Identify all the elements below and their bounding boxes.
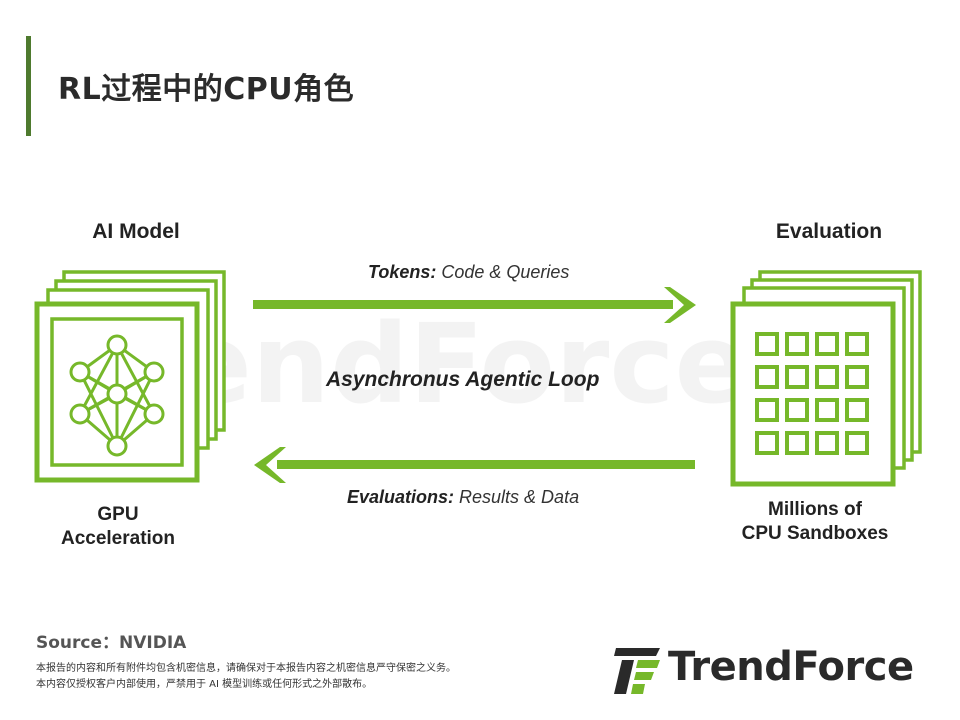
tokens-label-bold: Tokens: <box>368 262 437 282</box>
arrow-right <box>253 287 696 323</box>
title-accent-bar <box>26 36 31 136</box>
disclaimer-line2: 本内容仅授权客户内部使用，严禁用于 AI 模型训练或任何形式之外部散布。 <box>36 679 373 690</box>
evaluations-label: Evaluations: Results & Data <box>347 487 579 508</box>
trendforce-logo-text: TrendForce <box>668 644 914 690</box>
evaluation-card-front <box>730 301 896 487</box>
gpu-caption-line1: GPU <box>97 504 139 525</box>
disclaimer-line1: 本报告的内容和所有附件均包含机密信息，请确保对于本报告内容之机密信息严守保密之义… <box>36 663 456 674</box>
source-note: Source：NVIDIA <box>36 633 187 653</box>
grid-icon <box>755 332 869 455</box>
cpu-caption-line2: CPU Sandboxes <box>741 523 889 544</box>
agentic-loop-label: Asynchronus Agentic Loop <box>326 368 600 391</box>
gpu-caption-line2: Acceleration <box>60 528 176 549</box>
neural-network-icon <box>69 334 165 457</box>
gpu-acceleration-caption: GPU Acceleration <box>36 503 200 551</box>
evaluations-label-bold: Evaluations: <box>347 487 455 507</box>
tokens-label-text: Code & Queries <box>436 262 570 282</box>
page-title: RL过程中的CPU角色 <box>58 72 355 107</box>
tokens-label: Tokens: Code & Queries <box>368 262 569 283</box>
cpu-sandboxes-caption: Millions of CPU Sandboxes <box>730 498 900 546</box>
diagram-graphics <box>34 270 922 487</box>
ai-model-card-stack <box>34 270 226 483</box>
evaluations-label-text: Results & Data <box>454 487 580 507</box>
evaluation-heading: Evaluation <box>775 220 883 243</box>
cpu-caption-line1: Millions of <box>768 499 862 520</box>
trendforce-logo-icon <box>614 648 660 694</box>
arrow-left <box>254 447 695 483</box>
ai-model-heading: AI Model <box>92 220 180 243</box>
